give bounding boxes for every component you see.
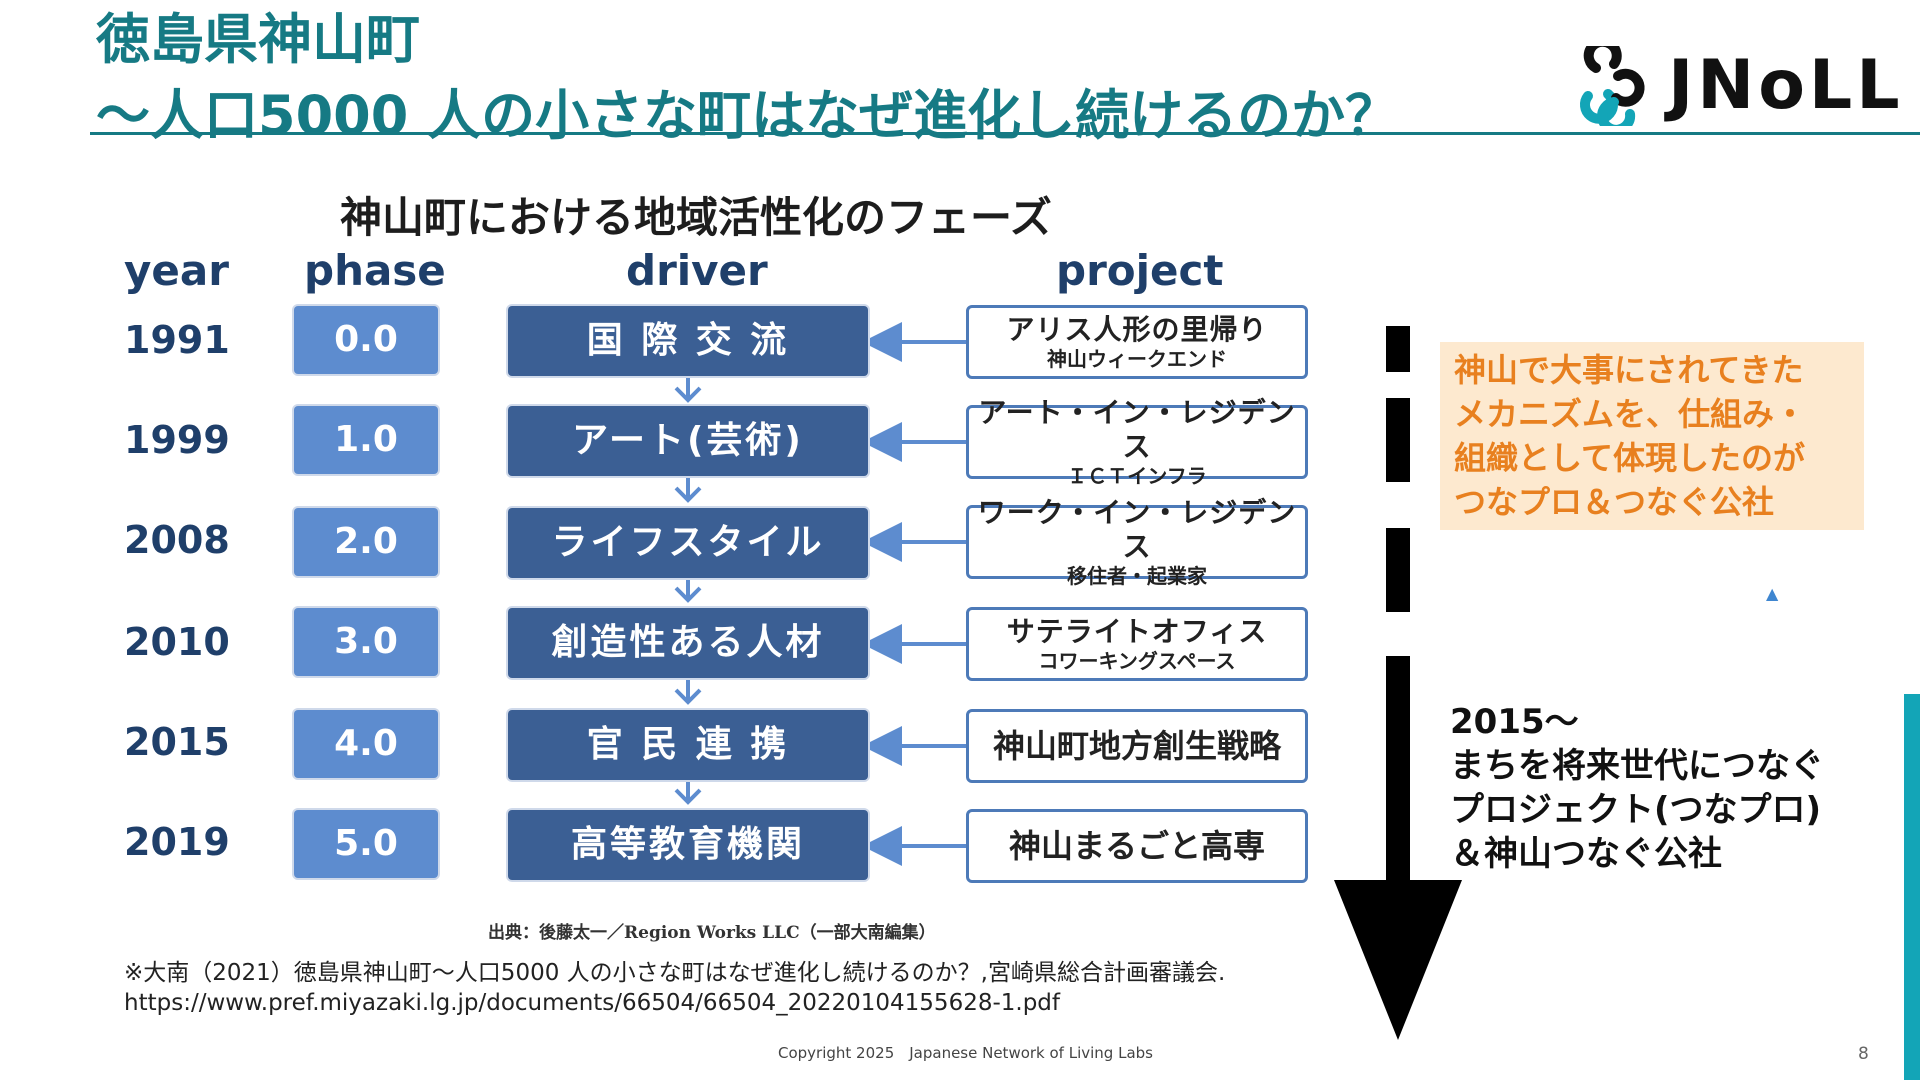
note-line: ＆神山つなぐ公社 bbox=[1450, 834, 1722, 874]
project-main: 神山まるごと高専 bbox=[1008, 827, 1265, 865]
year-label: 2015 bbox=[124, 720, 230, 764]
page-number: 8 bbox=[1858, 1044, 1869, 1064]
callout-line: 神山で大事にされてきた bbox=[1454, 351, 1804, 389]
project-main: サテライトオフィス bbox=[1006, 615, 1268, 648]
project-box: ワーク・イン・レジデンス 移住者・起業家 bbox=[966, 496, 1308, 588]
project-box: アート・イン・レジデンス ＩＣＴインフラ bbox=[966, 396, 1308, 488]
slide-title-line2: ～人口5000 人の小さな町はなぜ進化し続けるのか？ bbox=[96, 84, 1400, 147]
note-line: プロジェクト(つなプロ) bbox=[1450, 790, 1822, 830]
driver-box: 官 民 連 携 bbox=[508, 710, 868, 780]
project-sub: コワーキングスペース bbox=[1038, 649, 1236, 673]
slide-title: 徳島県神山町 ～人口5000 人の小さな町はなぜ進化し続けるのか？ bbox=[96, 2, 1399, 154]
phase-badge: 0.0 bbox=[294, 306, 438, 374]
citation: ※大南（2021）徳島県神山町～人口5000 人の小さな町はなぜ進化し続けるのか… bbox=[124, 958, 1225, 1018]
callout-line: 組織として体現したのが bbox=[1454, 439, 1806, 477]
callout-box: 神山で大事にされてきた メカニズムを、仕組み・ 組織として体現したのが つなプロ… bbox=[1440, 342, 1864, 530]
phase-badge: 1.0 bbox=[294, 406, 438, 474]
logo-text: JNoLL bbox=[1668, 46, 1904, 125]
callout-line: メカニズムを、仕組み・ bbox=[1454, 395, 1807, 433]
accent-bar bbox=[1904, 694, 1920, 1080]
header-phase: phase bbox=[304, 246, 446, 295]
project-main: 神山町地方創生戦略 bbox=[992, 727, 1281, 765]
project-main: アート・イン・レジデンス bbox=[978, 396, 1296, 463]
phase-badge: 5.0 bbox=[294, 810, 438, 878]
project-box: アリス人形の里帰り 神山ウィークエンド bbox=[966, 305, 1308, 379]
project-main: ワーク・イン・レジデンス bbox=[977, 496, 1297, 563]
project-box: サテライトオフィス コワーキングスペース bbox=[966, 607, 1308, 681]
driver-box: アート(芸術) bbox=[508, 406, 868, 476]
slide-title-line1: 徳島県神山町 bbox=[96, 8, 420, 71]
note-2015: 2015～ まちを将来世代につなぐ プロジェクト(つなプロ) ＆神山つなぐ公社 bbox=[1450, 700, 1824, 876]
year-label: 2008 bbox=[124, 518, 230, 562]
header-year: year bbox=[124, 246, 229, 295]
header-driver: driver bbox=[626, 246, 768, 295]
note-line: まちを将来世代につなぐ bbox=[1450, 746, 1824, 786]
jnoll-logo: JNoLL bbox=[1566, 36, 1916, 135]
project-main: アリス人形の里帰り bbox=[1006, 313, 1268, 346]
driver-box: ライフスタイル bbox=[508, 508, 868, 578]
project-box: 神山町地方創生戦略 bbox=[966, 709, 1308, 783]
year-label: 1991 bbox=[124, 318, 230, 362]
note-line: 2015～ bbox=[1450, 702, 1579, 742]
phase-badge: 4.0 bbox=[294, 710, 438, 778]
figure-source: 出典：後藤太一／Region Works LLC（一部大南編集） bbox=[488, 923, 936, 943]
copyright: Copyright 2025 Japanese Network of Livin… bbox=[778, 1044, 1153, 1062]
year-label: 2019 bbox=[124, 820, 230, 864]
project-sub: 神山ウィークエンド bbox=[1047, 347, 1227, 371]
project-sub: ＩＣＴインフラ bbox=[1067, 464, 1207, 488]
phase-badge: 2.0 bbox=[294, 508, 438, 576]
driver-box: 高等教育機関 bbox=[508, 810, 868, 880]
callout-line: つなプロ＆つなぐ公社 bbox=[1454, 483, 1775, 521]
figure-title: 神山町における地域活性化のフェーズ bbox=[340, 193, 1052, 242]
driver-box: 国 際 交 流 bbox=[508, 306, 868, 376]
project-sub: 移住者・起業家 bbox=[1067, 564, 1207, 588]
project-box: 神山まるごと高専 bbox=[966, 809, 1308, 883]
year-label: 2010 bbox=[124, 620, 230, 664]
phase-badge: 3.0 bbox=[294, 608, 438, 676]
triangle-marker-icon: ▲ bbox=[1766, 584, 1779, 603]
title-divider bbox=[90, 132, 1920, 135]
citation-text: ※大南（2021）徳島県神山町～人口5000 人の小さな町はなぜ進化し続けるのか… bbox=[124, 960, 1226, 986]
year-label: 1999 bbox=[124, 418, 230, 462]
driver-box: 創造性ある人材 bbox=[508, 608, 868, 678]
header-project: project bbox=[1056, 246, 1224, 295]
citation-url: https://www.pref.miyazaki.lg.jp/document… bbox=[124, 990, 1061, 1016]
